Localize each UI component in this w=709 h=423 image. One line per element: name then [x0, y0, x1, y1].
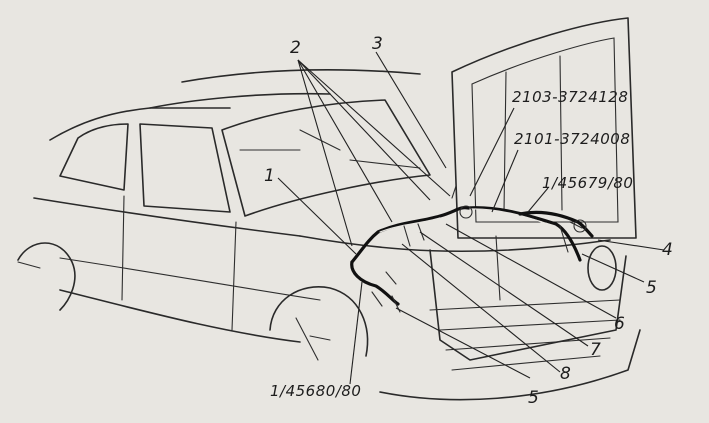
- rear-arch: [17, 242, 76, 311]
- callout-4: 4: [662, 240, 673, 260]
- front-arch: [269, 286, 369, 357]
- hood-stay: [495, 235, 501, 301]
- headlight: [587, 245, 617, 291]
- connector-ring-2: [459, 205, 473, 219]
- harness-highlight: [379, 208, 555, 233]
- harness-connectors: [371, 185, 583, 313]
- callout-3: 3: [372, 34, 383, 54]
- hood-inner: [471, 37, 619, 223]
- windshield: [221, 99, 431, 217]
- part-label-45679: 1/45679/80: [542, 174, 634, 192]
- connector-ring: [573, 219, 587, 233]
- windshield-reflection: [239, 129, 421, 169]
- part-label-2101: 2101-3724008: [514, 130, 631, 148]
- front-wheel-hint: [295, 317, 331, 361]
- engine-bay-edge: [429, 249, 627, 361]
- callout-7: 7: [590, 340, 601, 360]
- rear-pillar: [49, 107, 231, 141]
- sill-line: [59, 289, 301, 343]
- grille-lines: [429, 299, 621, 371]
- door-line: [121, 195, 237, 331]
- front-side-window: [139, 123, 231, 213]
- wiring-harness: [350, 206, 582, 264]
- part-label-2103: 2103-3724128: [512, 88, 629, 106]
- callout-5-right: 5: [646, 278, 657, 298]
- callout-5-bottom: 5: [528, 388, 539, 408]
- callout-2: 2: [290, 38, 301, 58]
- rear-bumper: [17, 261, 41, 269]
- belt-line: [33, 197, 301, 237]
- callout-8: 8: [560, 364, 571, 384]
- roof-line: [181, 69, 421, 83]
- side-crease: [59, 257, 321, 301]
- bumper: [379, 329, 641, 401]
- callout-1: 1: [264, 166, 275, 186]
- roof-front: [149, 92, 331, 109]
- hood: [451, 17, 637, 239]
- harness-branch-front: [518, 210, 594, 238]
- part-label-45680: 1/45680/80: [270, 382, 362, 400]
- rear-side-window: [59, 123, 129, 191]
- hood-rib: [503, 55, 563, 213]
- leader-lines: [277, 51, 665, 385]
- front-fender: [299, 235, 611, 253]
- harness-branch-lower: [350, 260, 400, 306]
- callout-6: 6: [614, 314, 625, 334]
